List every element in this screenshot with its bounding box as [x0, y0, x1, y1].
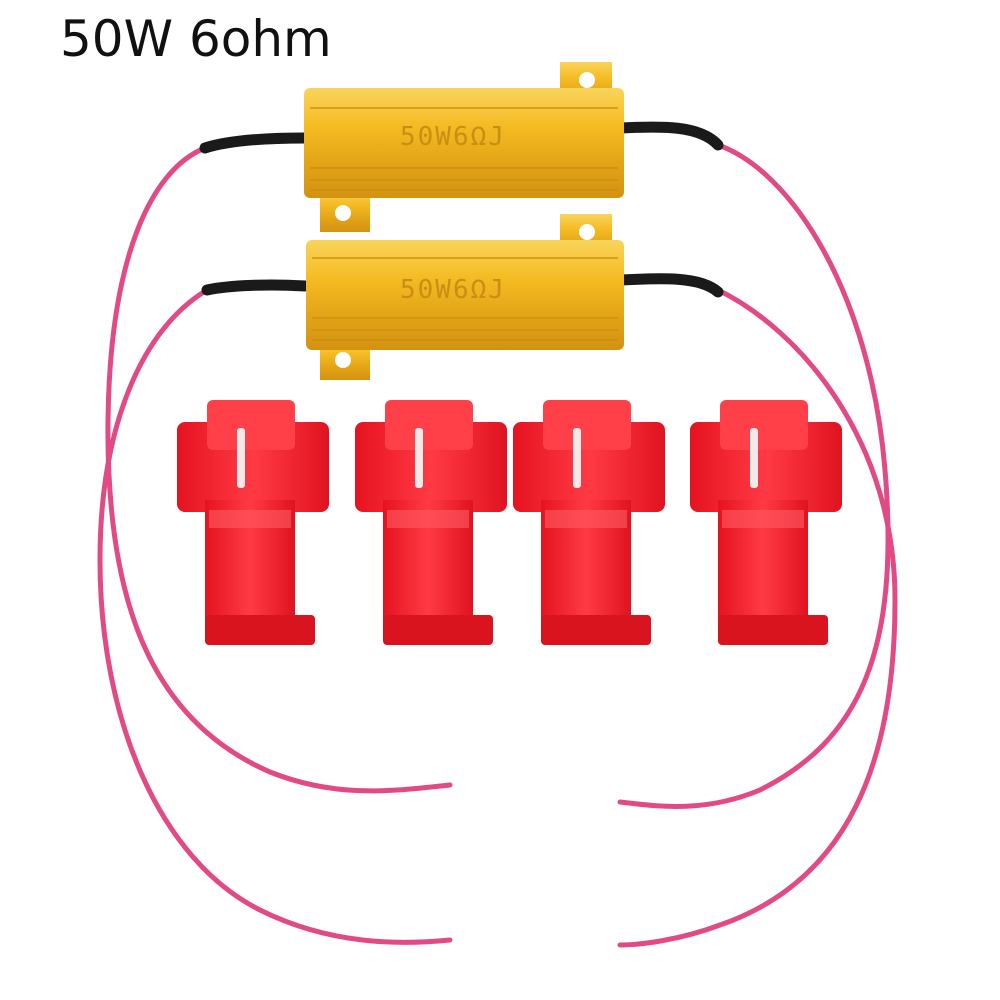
connector-4	[690, 400, 842, 645]
product-title: 50W 6ohm	[60, 10, 332, 68]
resistor-bottom: 50W6ΩJ	[306, 214, 624, 380]
wire-bottom-right	[617, 287, 898, 948]
connector-3	[513, 400, 665, 645]
wire-top-right	[617, 142, 891, 809]
connectors	[177, 400, 842, 645]
connector-2	[355, 400, 507, 645]
heatshrink-sleeves	[199, 121, 724, 298]
resistor-top: 50W6ΩJ	[304, 62, 624, 232]
resistor-top-label: 50W6ΩJ	[400, 122, 506, 152]
wire-top-left	[105, 145, 453, 794]
resistor-bottom-label: 50W6ΩJ	[400, 275, 506, 305]
wires	[97, 142, 898, 948]
connector-1	[177, 400, 329, 645]
wire-bottom-left	[97, 287, 453, 945]
